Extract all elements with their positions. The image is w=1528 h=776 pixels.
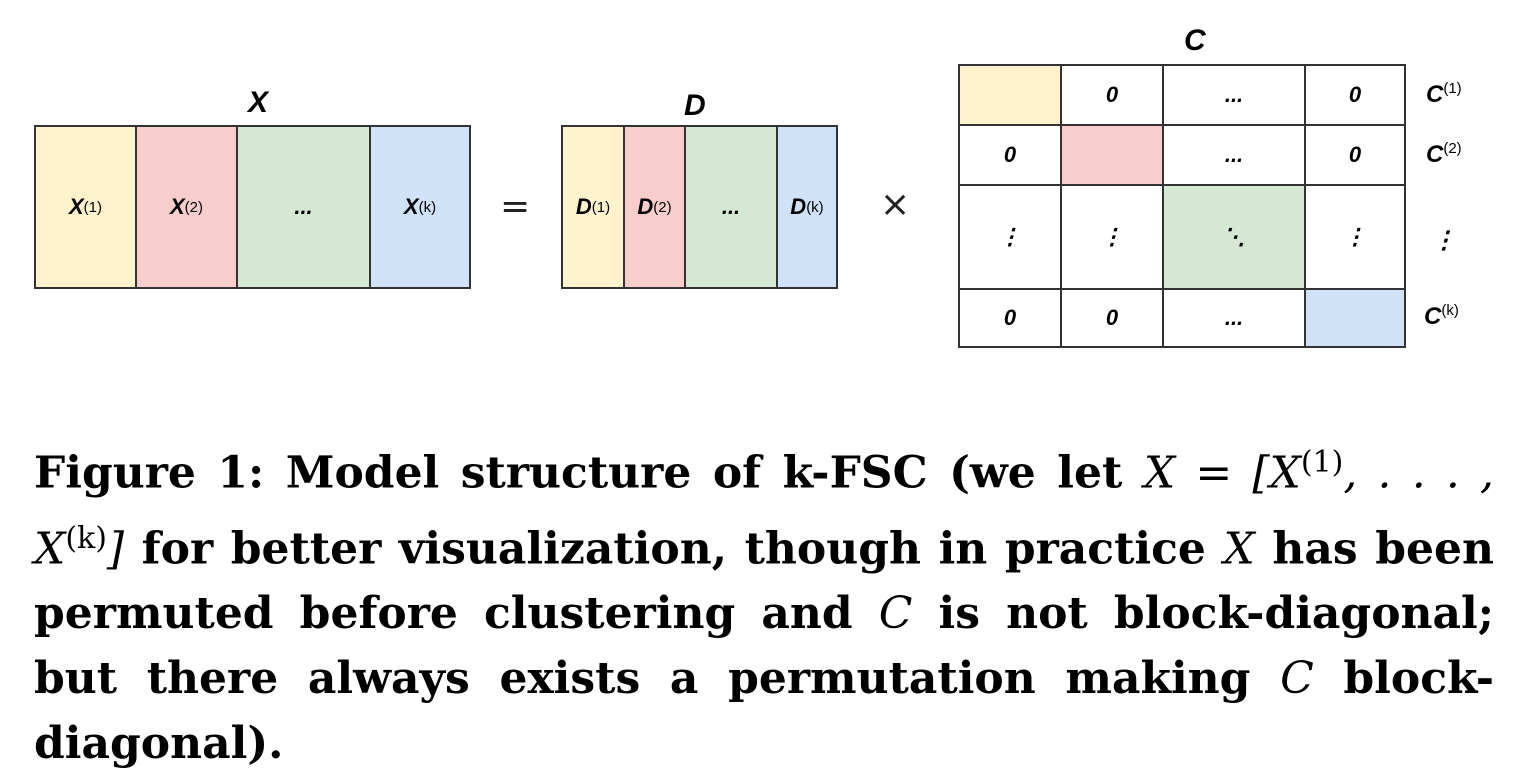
x-block-k-sup: (k) bbox=[418, 198, 437, 216]
c-row-label-3-base: ⋮ bbox=[1432, 227, 1456, 254]
c-cell-3-3: ⋱ bbox=[1162, 184, 1306, 290]
c-cell-1-2-text: 0 bbox=[1105, 82, 1119, 107]
c-cell-4-2: 0 bbox=[1060, 288, 1164, 348]
c-cell-3-3-text: ⋱ bbox=[1223, 224, 1245, 249]
caption-part-1: Figure 1: Model structure of k-FSC (we l… bbox=[34, 447, 1144, 499]
d-block-ellipsis: ... bbox=[684, 125, 778, 289]
caption-math-2: , . . . , X bbox=[34, 447, 1494, 575]
c-cell-2-4: 0 bbox=[1304, 124, 1406, 186]
c-cell-1-1 bbox=[958, 64, 1062, 126]
c-cell-3-2-text: ⋮ bbox=[1101, 224, 1123, 249]
c-matrix-label: C bbox=[1184, 24, 1206, 57]
caption-math-1: X = [X bbox=[1143, 447, 1301, 499]
c-cell-1-4: 0 bbox=[1304, 64, 1406, 126]
c-cell-2-2 bbox=[1060, 124, 1164, 186]
c-cell-3-1-text: ⋮ bbox=[999, 224, 1021, 249]
x-matrix-label: X bbox=[248, 86, 269, 119]
caption-part-2: for better visualization, though in prac… bbox=[124, 523, 1224, 575]
d-block-1-sup: (1) bbox=[591, 198, 611, 216]
figure: X X(1) X(2) ... X(k) = D D(1) D(2) ... D… bbox=[34, 24, 1494, 769]
d-block-2-sup: (2) bbox=[653, 198, 672, 216]
c-cell-1-2: 0 bbox=[1060, 64, 1164, 126]
c-cell-3-4: ⋮ bbox=[1304, 184, 1406, 290]
d-block-2-label: D bbox=[637, 194, 654, 219]
d-block-2: D(2) bbox=[623, 125, 686, 289]
c-cell-4-3-text: ... bbox=[1224, 305, 1244, 330]
x-block-1-label: X bbox=[68, 194, 84, 219]
c-cell-3-1: ⋮ bbox=[958, 184, 1062, 290]
d-block-k-sup: (k) bbox=[806, 198, 824, 216]
caption-sup-1: (1) bbox=[1300, 445, 1344, 480]
c-row-label-k-sup: (k) bbox=[1441, 302, 1459, 319]
d-block-ellipsis-label: ... bbox=[721, 194, 741, 219]
x-block-ellipsis: ... bbox=[236, 125, 371, 289]
c-cell-2-4-text: 0 bbox=[1348, 142, 1362, 167]
caption-part-4: is not block-diagonal; but there always … bbox=[34, 588, 1495, 705]
caption-sup-2: (k) bbox=[65, 520, 107, 556]
c-cell-4-1-text: 0 bbox=[1003, 305, 1017, 330]
c-row-label-2: C(2) bbox=[1426, 140, 1462, 169]
x-block-2: X(2) bbox=[135, 125, 238, 289]
figure-caption: Figure 1: Model structure of k-FSC (we l… bbox=[34, 430, 1494, 776]
x-block-1: X(1) bbox=[34, 125, 137, 289]
d-block-1-label: D bbox=[575, 194, 592, 219]
caption-math-5: C bbox=[878, 588, 913, 640]
d-block-k: D(k) bbox=[776, 125, 838, 289]
x-block-k: X(k) bbox=[369, 125, 471, 289]
c-row-label-2-base: C bbox=[1426, 141, 1444, 168]
c-cell-3-4-text: ⋮ bbox=[1344, 224, 1366, 249]
caption-part-3: has been permuted before clustering and bbox=[34, 523, 1494, 640]
c-cell-2-1: 0 bbox=[958, 124, 1062, 186]
c-cell-2-3-text: ... bbox=[1224, 142, 1244, 167]
x-block-ellipsis-label: ... bbox=[294, 194, 313, 219]
c-row-label-1: C(1) bbox=[1426, 80, 1462, 109]
c-cell-1-3-text: ... bbox=[1224, 82, 1244, 107]
c-row-label-k: C(k) bbox=[1424, 302, 1459, 331]
c-cell-1-4-text: 0 bbox=[1348, 82, 1362, 107]
x-block-2-label: X bbox=[169, 194, 185, 219]
x-block-k-label: X bbox=[403, 194, 419, 219]
c-row-label-2-sup: (2) bbox=[1443, 140, 1462, 157]
x-block-1-sup: (1) bbox=[83, 198, 103, 216]
c-row-label-1-sup: (1) bbox=[1443, 80, 1462, 97]
d-matrix-label: D bbox=[684, 89, 706, 122]
caption-math-3: ] bbox=[106, 523, 125, 575]
c-cell-2-3: ... bbox=[1162, 124, 1306, 186]
d-block-1: D(1) bbox=[561, 125, 625, 289]
c-row-label-3: ⋮ bbox=[1432, 226, 1456, 255]
d-block-k-label: D bbox=[790, 194, 807, 219]
c-cell-4-1: 0 bbox=[958, 288, 1062, 348]
c-cell-2-1-text: 0 bbox=[1003, 142, 1017, 167]
caption-math-6: C bbox=[1280, 653, 1314, 705]
x-block-2-sup: (2) bbox=[184, 198, 204, 216]
c-cell-3-2: ⋮ bbox=[1060, 184, 1164, 290]
c-cell-1-3: ... bbox=[1162, 64, 1306, 126]
c-cell-4-2-text: 0 bbox=[1105, 305, 1119, 330]
caption-math-4: X bbox=[1223, 523, 1255, 575]
equals-sign: = bbox=[500, 186, 531, 227]
c-row-label-k-base: C bbox=[1424, 303, 1442, 330]
times-sign: × bbox=[880, 184, 911, 225]
c-cell-4-3: ... bbox=[1162, 288, 1306, 348]
c-cell-4-4 bbox=[1304, 288, 1406, 348]
c-row-label-1-base: C bbox=[1426, 81, 1444, 108]
